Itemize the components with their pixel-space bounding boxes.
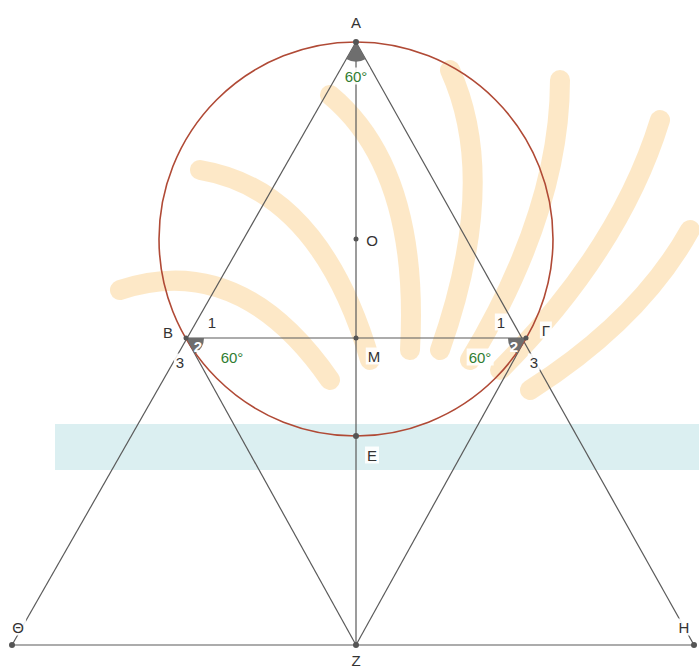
points <box>9 39 697 648</box>
point-label: O <box>364 232 380 249</box>
point-label: Θ <box>10 619 26 636</box>
point-label: Z <box>349 652 362 669</box>
watermark-band <box>55 424 699 470</box>
angle-marks <box>186 42 526 354</box>
angle-label: 60° <box>343 68 370 85</box>
point-label: B <box>161 324 175 341</box>
point-label: M <box>366 348 383 365</box>
point-label: A <box>349 14 363 31</box>
angle-number: 2 <box>508 338 520 355</box>
watermark <box>55 70 699 470</box>
angle-number: 2 <box>192 338 204 355</box>
point-label: E <box>365 447 379 464</box>
construction-lines <box>12 42 694 645</box>
angle-label: 60° <box>467 349 494 366</box>
point-label: Γ <box>540 322 552 339</box>
angle-number: 1 <box>495 314 507 331</box>
watermark-fan <box>120 70 690 390</box>
angle-wedge <box>508 338 526 354</box>
angle-number: 1 <box>206 314 218 331</box>
angle-number: 3 <box>528 354 540 371</box>
circumcircle <box>159 42 553 436</box>
angle-label: 60° <box>219 349 246 366</box>
angle-wedge <box>186 338 204 354</box>
point-label: H <box>677 619 692 636</box>
angle-number: 3 <box>174 354 186 371</box>
